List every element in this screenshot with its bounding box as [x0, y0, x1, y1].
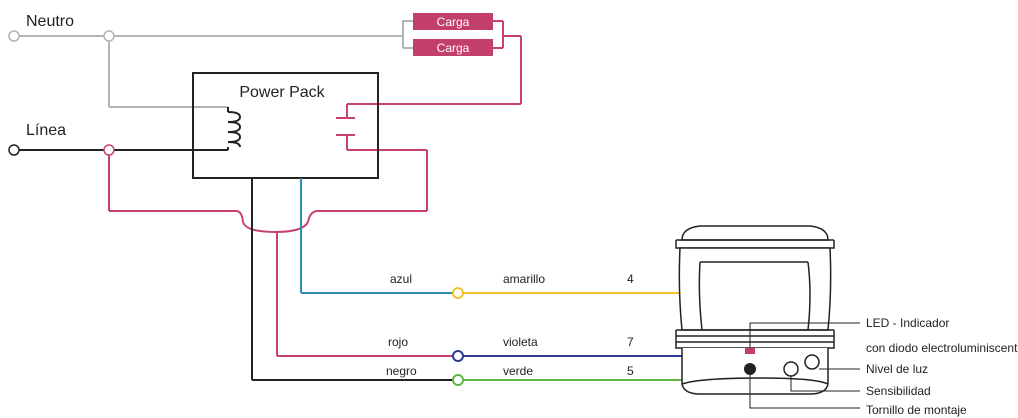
line-feed-red — [108, 150, 309, 234]
line-terminal — [8, 144, 20, 156]
load-2-label: Carga — [437, 41, 470, 55]
azul-label: azul — [390, 272, 412, 286]
negro-label: negro — [386, 364, 417, 378]
amarillo-label: amarillo — [503, 272, 545, 286]
linea-label: Línea — [26, 122, 66, 139]
azul-wire — [300, 178, 453, 294]
verde-number: 5 — [627, 364, 634, 378]
led-callout-line1: LED - Indicador — [866, 316, 949, 330]
negro-verde-connector — [452, 374, 464, 386]
amarillo-number: 4 — [627, 272, 634, 286]
coil-icon — [227, 111, 242, 148]
negro-wire — [251, 178, 453, 381]
rojo-label: rojo — [388, 335, 408, 349]
switched-load-wire — [307, 20, 522, 223]
load-1: Carga — [413, 13, 493, 30]
neutral-wire — [18, 20, 404, 108]
neutral-terminal — [8, 30, 20, 42]
callout-lines — [749, 322, 860, 409]
light-level-knob-icon — [804, 354, 820, 370]
led-callout-line2: con diodo electroluminiscente — [866, 341, 1018, 355]
power-pack-label: Power Pack — [239, 84, 325, 101]
load-1-label: Carga — [437, 15, 470, 29]
neutro-label: Neutro — [26, 13, 74, 30]
tornillo-callout: Tornillo de montaje — [866, 403, 967, 417]
mounting-screw-icon — [744, 363, 756, 375]
load-bracket-left — [403, 20, 413, 49]
led-indicator-icon — [745, 348, 755, 354]
sensibilidad-callout: Sensibilidad — [866, 384, 931, 398]
verde-label: verde — [503, 364, 533, 378]
rojo-violeta-connector — [452, 350, 464, 362]
wire-crossover — [242, 221, 309, 234]
rojo-wire — [276, 232, 453, 357]
nivel-luz-callout: Nivel de luz — [866, 362, 928, 376]
line-wire — [18, 107, 242, 151]
power-pack-box — [192, 72, 379, 179]
line-junction — [103, 144, 115, 156]
neutral-junction — [103, 30, 115, 42]
sensitivity-knob-icon — [783, 361, 799, 377]
load-2: Carga — [413, 39, 493, 56]
violeta-label: violeta — [503, 335, 538, 349]
violeta-number: 7 — [627, 335, 634, 349]
azul-amarillo-connector — [452, 287, 464, 299]
